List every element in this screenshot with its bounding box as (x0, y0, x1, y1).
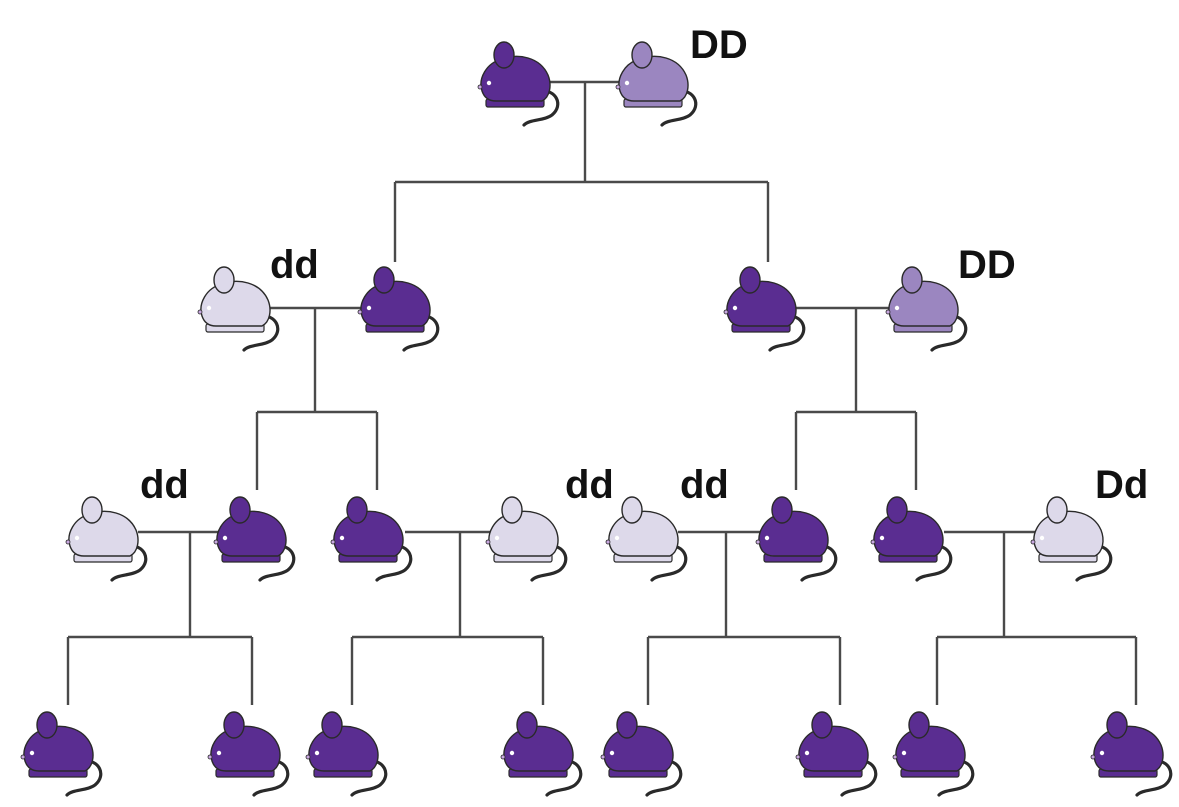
mouse-icon-g2-r2 (885, 266, 968, 352)
genotype-label-g2-r2: DD (958, 243, 1016, 287)
mouse-icon-g2-r1 (723, 266, 806, 352)
mouse-icon-g3-8 (1030, 496, 1113, 582)
mouse-icon-g3-5 (605, 496, 688, 582)
mouse-layer (20, 41, 1173, 797)
mouse-icon-g3-3 (330, 496, 413, 582)
mouse-icon-g3-1 (65, 496, 148, 582)
mouse-icon-g4-6 (795, 711, 878, 797)
mouse-icon-g4-3 (305, 711, 388, 797)
pedigree-lines (66, 80, 1138, 705)
genotype-label-g3-5: dd (680, 463, 729, 507)
mouse-icon-g4-4 (500, 711, 583, 797)
mouse-icon-g4-7 (892, 711, 975, 797)
mouse-icon-g4-8 (1090, 711, 1173, 797)
mouse-icon-g4-5 (600, 711, 683, 797)
mouse-icon-g3-6 (755, 496, 838, 582)
genotype-label-g1-right: DD (690, 23, 748, 67)
mouse-icon-g4-2 (207, 711, 290, 797)
genotype-label-g3-4: dd (565, 463, 614, 507)
mouse-icon-g3-2 (213, 496, 296, 582)
mouse-icon-g3-7 (870, 496, 953, 582)
mouse-icon-g4-1 (20, 711, 103, 797)
mouse-icon-g1-left (477, 41, 560, 127)
genotype-label-g3-1: dd (140, 463, 189, 507)
mouse-icon-g1-right (615, 41, 698, 127)
genotype-label-g3-8: Dd (1095, 463, 1148, 507)
mouse-icon-g3-4 (485, 496, 568, 582)
mouse-icon-g2-l2 (357, 266, 440, 352)
genotype-label-g2-l1: dd (270, 243, 319, 287)
mouse-icon-g2-l1 (197, 266, 280, 352)
